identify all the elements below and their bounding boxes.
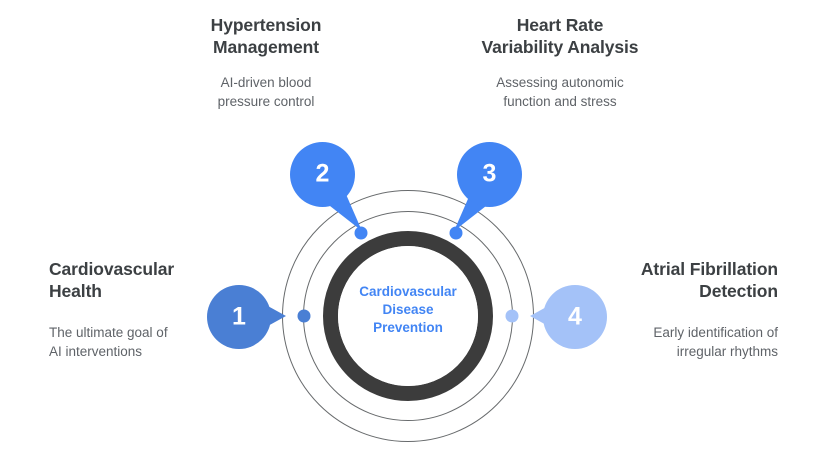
node-label-4-description: Early identification of irregular rhythm… (653, 324, 778, 359)
node-label-3: Heart Rate Variability Analysis Assessin… (455, 14, 665, 111)
node-label-3-title: Heart Rate Variability Analysis (481, 15, 639, 58)
node-label-3-description: Assessing autonomic function and stress (496, 74, 624, 109)
node-marker-2-number: 2 (315, 159, 330, 188)
node-label-4: Atrial Fibrillation Detection Early iden… (600, 258, 778, 361)
node-marker-1[interactable]: 1 (207, 285, 271, 349)
core-white-disc (338, 246, 478, 386)
node-dot-3 (449, 226, 463, 240)
node-label-2-title: Hypertension Management (210, 15, 322, 58)
node-label-1-description: The ultimate goal of AI interventions (49, 324, 168, 359)
node-label-2: Hypertension Management AI-driven blood … (178, 14, 354, 111)
node-marker-1-number: 1 (232, 302, 246, 330)
node-marker-3[interactable]: 3 (457, 142, 522, 207)
spacer (49, 303, 219, 323)
core-dark-ring (323, 231, 493, 401)
node-dot-4 (505, 309, 519, 323)
node-marker-2[interactable]: 2 (290, 142, 355, 207)
node-label-2-description: AI-driven blood pressure control (217, 74, 315, 109)
spacer (455, 59, 665, 73)
spacer (600, 303, 778, 323)
node-marker-3-number: 3 (482, 159, 497, 188)
connector-tail-1 (266, 305, 286, 327)
spacer (178, 59, 354, 73)
node-marker-4-number: 4 (568, 302, 582, 330)
node-label-4-title: Atrial Fibrillation Detection (640, 259, 778, 302)
node-marker-4[interactable]: 4 (543, 285, 607, 349)
node-label-1-title: Cardiovascular Health (49, 259, 175, 302)
node-label-1: Cardiovascular Health The ultimate goal … (49, 258, 219, 361)
node-dot-1 (297, 309, 311, 323)
node-dot-2 (354, 226, 368, 240)
